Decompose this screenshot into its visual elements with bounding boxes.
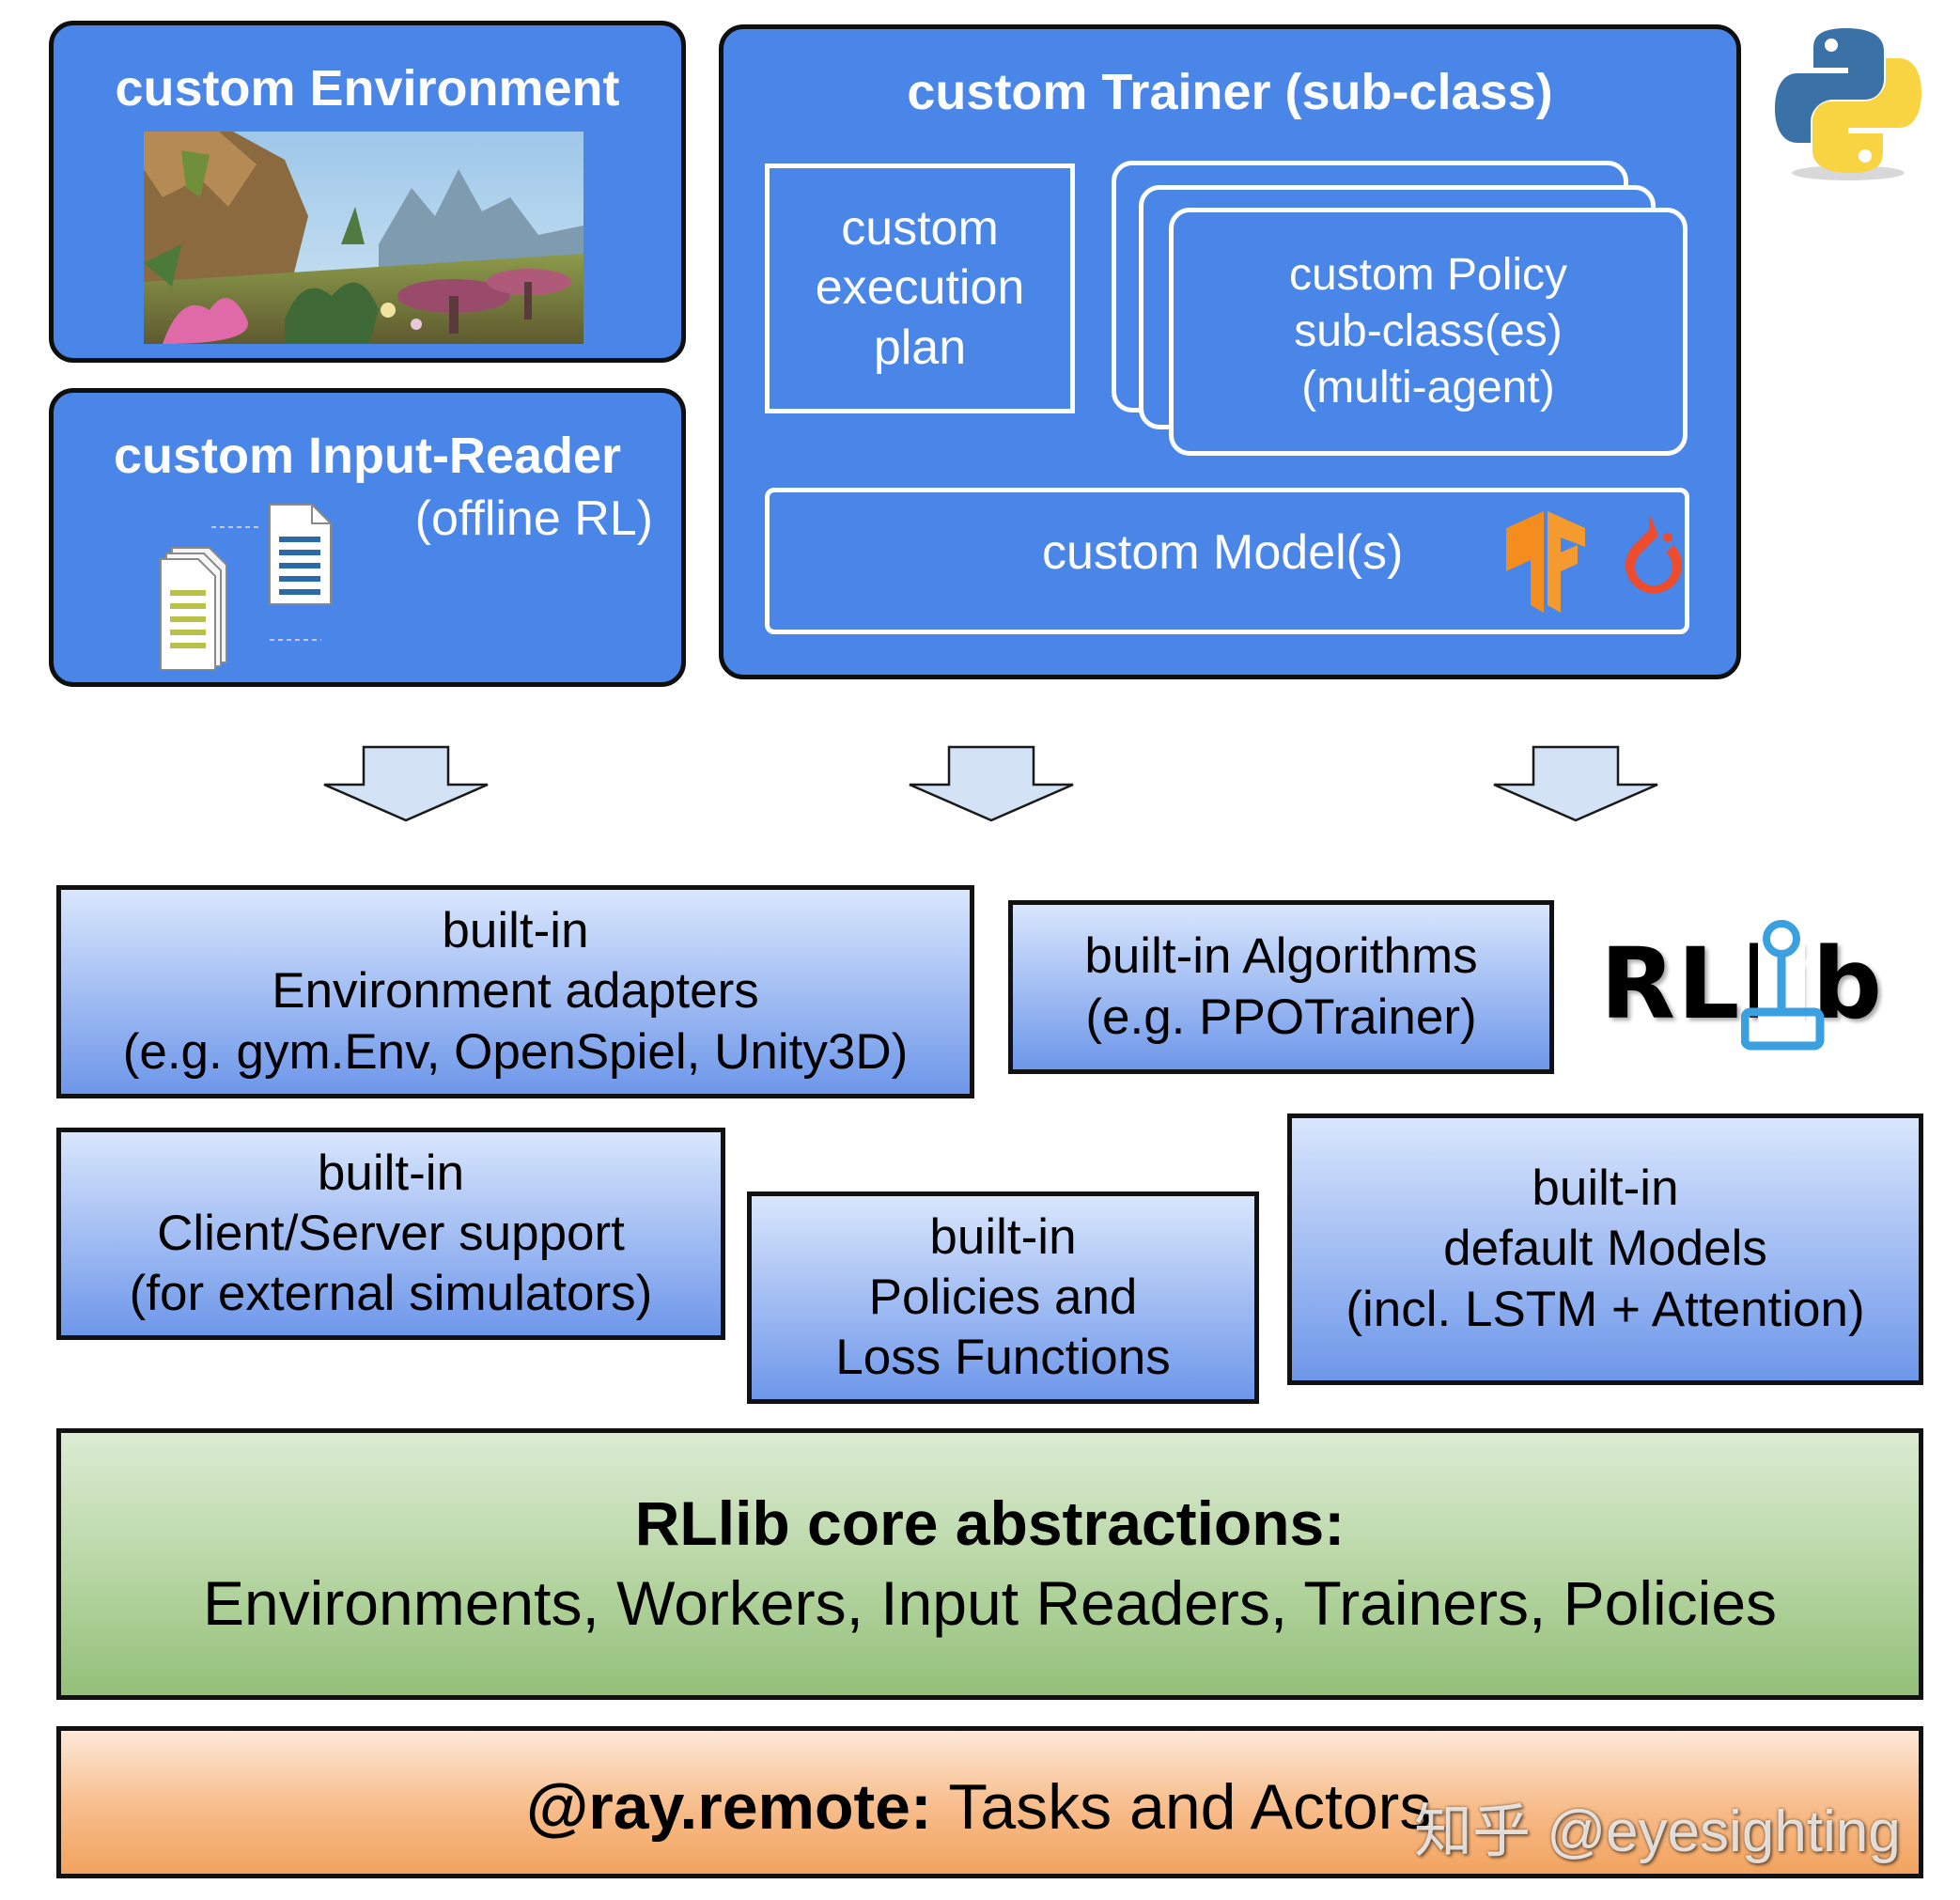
ray-remote-text: Tasks and Actors [948,1771,1432,1843]
environment-scene-image [144,132,583,344]
down-arrow-icon [909,745,1074,822]
default-models-line: default Models [1443,1221,1767,1277]
client-server-line: (for external simulators) [129,1266,653,1322]
policy-line: (multi-agent) [1301,363,1555,413]
client-server-line: Client/Server support [157,1205,625,1261]
rllib-joystick-icon [1741,920,1825,1051]
builtin-client-server-box: built-in Client/Server support (for exte… [56,1128,725,1340]
execution-plan-line: execution [815,260,1025,316]
algorithms-line: (e.g. PPOTrainer) [1085,989,1477,1045]
custom-input-reader-box: custom Input-Reader (offline RL) [49,388,686,687]
ray-remote-box: @ray.remote: Tasks and Actors [56,1726,1923,1878]
tensorflow-icon [1506,511,1585,613]
policies-line: Loss Functions [835,1330,1171,1386]
policy-line: custom Policy [1288,250,1568,300]
input-reader-title: custom Input-Reader [113,428,622,484]
default-models-line: built-in [1532,1160,1679,1217]
pytorch-icon [1626,513,1682,594]
policy-card-front: custom Policy sub-class(es) (multi-agent… [1169,208,1688,456]
input-reader-subtitle: (offline RL) [414,491,653,546]
down-arrow-icon [1493,745,1658,822]
documents-icon [160,504,332,670]
custom-trainer-box: custom Trainer (sub-class) custom execut… [719,24,1741,679]
custom-environment-title: custom Environment [115,60,620,117]
client-server-line: built-in [317,1145,465,1201]
rllib-core-abstractions-box: RLlib core abstractions: Environments, W… [56,1428,1923,1700]
execution-plan-line: custom [841,200,999,256]
default-models-line: (incl. LSTM + Attention) [1346,1281,1865,1337]
builtin-policies-box: built-in Policies and Loss Functions [747,1191,1259,1404]
env-adapters-line: Environment adapters [272,963,759,1020]
watermark: 知乎 @eyesighting [1414,1799,1901,1864]
python-logo-icon [1775,28,1921,180]
ray-remote-label: @ray.remote: [526,1771,932,1843]
builtin-environment-adapters-box: built-in Environment adapters (e.g. gym.… [56,885,974,1098]
core-title: RLlib core abstractions: [634,1488,1346,1558]
core-items: Environments, Workers, Input Readers, Tr… [202,1568,1778,1638]
execution-plan-box: custom execution plan [765,164,1075,413]
policies-line: Policies and [868,1269,1138,1325]
builtin-algorithms-box: built-in Algorithms (e.g. PPOTrainer) [1008,900,1554,1074]
policy-line: sub-class(es) [1294,306,1563,356]
env-adapters-line: (e.g. gym.Env, OpenSpiel, Unity3D) [122,1023,909,1080]
trainer-title: custom Trainer (sub-class) [907,64,1553,120]
policies-line: built-in [929,1208,1077,1265]
env-adapters-line: built-in [442,903,589,959]
custom-model-label: custom Model(s) [1042,525,1404,580]
rllib-logo: RLlib [1600,920,1920,1062]
builtin-default-models-box: built-in default Models (incl. LSTM + At… [1287,1114,1923,1385]
custom-environment-box: custom Environment [49,21,686,363]
algorithms-line: built-in Algorithms [1084,928,1478,985]
execution-plan-line: plan [873,319,967,375]
custom-model-box: custom Model(s) [765,488,1689,634]
down-arrow-icon [323,745,489,822]
